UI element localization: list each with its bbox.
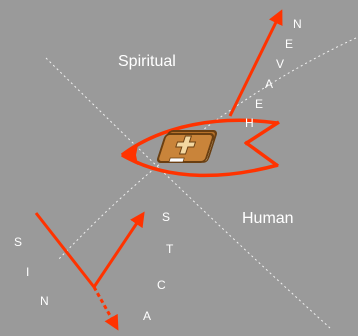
acts-arrow [94, 214, 143, 287]
heaven-letter: V [276, 57, 284, 71]
acts-letter: S [162, 210, 170, 224]
acts-letter: C [157, 278, 166, 292]
sin-arrow-dotted [94, 287, 117, 328]
fish-tail-lower [245, 142, 278, 166]
divider-curve-left [46, 58, 330, 328]
heaven-letter: E [285, 37, 293, 51]
sin-letter: N [40, 294, 49, 308]
sin-letter: I [26, 265, 29, 279]
acts-letter: T [166, 242, 174, 256]
bible-icon [157, 131, 217, 162]
acts-letter: A [143, 309, 151, 323]
heaven-letter: H [245, 116, 254, 130]
sin-letter: S [14, 235, 22, 249]
heaven-letter: A [265, 77, 273, 91]
sin-arrow [36, 213, 94, 287]
human-label: Human [242, 210, 294, 227]
spiritual-label: Spiritual [118, 53, 176, 70]
heaven-letter: N [293, 17, 302, 31]
heaven-letter: E [255, 97, 263, 111]
